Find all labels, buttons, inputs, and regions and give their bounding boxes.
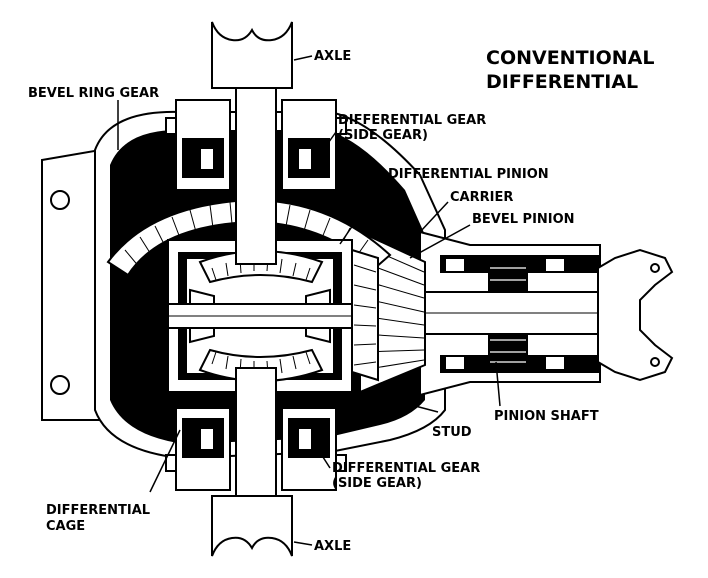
label-pinion-shaft: PINION SHAFT [494, 409, 599, 424]
axle-top [211, 21, 293, 265]
label-bevel-pinion: BEVEL PINION [472, 212, 575, 227]
label-diff-pinion: DIFFERENTIAL PINION [388, 167, 549, 182]
label-diff-gear-bottom-2: (SIDE GEAR) [332, 476, 422, 491]
bevel-ring-gear [106, 198, 392, 382]
title-line-2: DIFFERENTIAL [486, 71, 638, 93]
label-diff-cage-2: CAGE [46, 519, 85, 534]
pinion-shaft [419, 291, 601, 335]
axle-bottom [211, 367, 293, 557]
label-axle-top: AXLE [314, 49, 351, 64]
label-stud: STUD [432, 425, 472, 440]
label-diff-cage-1: DIFFERENTIAL [46, 503, 150, 518]
label-diff-gear-top-1: DIFFERENTIAL GEAR [338, 113, 486, 128]
leader-lines [117, 55, 501, 546]
label-bevel-ring-gear: BEVEL RING GEAR [28, 86, 159, 101]
differential-gears [167, 250, 353, 382]
pinion-yoke [597, 248, 674, 382]
label-carrier: CARRIER [450, 190, 513, 205]
label-axle-bottom: AXLE [314, 539, 351, 554]
label-diff-gear-top-2: (SIDE GEAR) [338, 128, 428, 143]
axle-bearings [165, 99, 347, 491]
label-diff-gear-bottom-1: DIFFERENTIAL GEAR [332, 461, 480, 476]
title-line-1: CONVENTIONAL [486, 47, 654, 69]
